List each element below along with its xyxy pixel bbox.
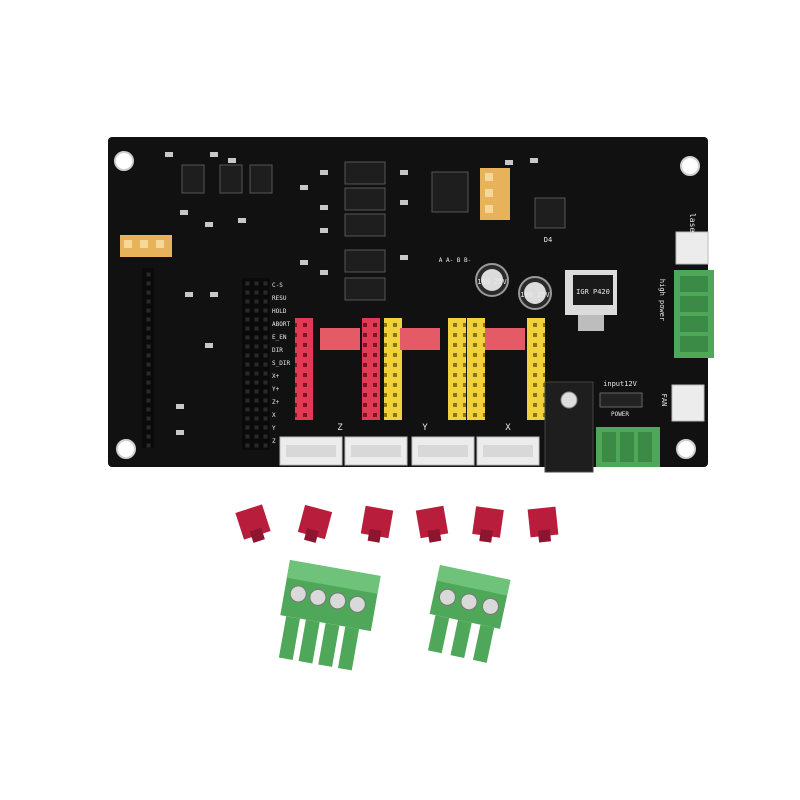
svg-text:Z: Z	[272, 438, 276, 445]
mounting-hole	[676, 439, 696, 459]
svg-text:HOLD: HOLD	[272, 308, 287, 315]
screw-terminal-3pin	[427, 565, 511, 663]
arduino-header-left	[142, 268, 154, 448]
mosfet: IGR P420	[565, 270, 617, 331]
jumper-cap	[527, 506, 559, 543]
capacitor: 100 25V	[475, 263, 509, 297]
svg-text:C-S: C-S	[272, 282, 283, 289]
arduino-header-mid	[242, 278, 256, 450]
loose-jumpers	[235, 504, 559, 543]
driver-jumper-y	[400, 328, 440, 350]
laser-connector	[675, 231, 709, 265]
fan-connector	[671, 384, 705, 422]
driver-socket-x-right	[527, 318, 545, 420]
driver-jumper-z	[320, 328, 360, 350]
reg-label: D4	[544, 236, 552, 244]
driver-jumper-x	[485, 328, 525, 350]
svg-text:DIR: DIR	[272, 347, 283, 354]
mounting-hole	[680, 156, 700, 176]
svg-text:S_DIR: S_DIR	[272, 360, 290, 367]
jumper-block-top	[480, 168, 510, 220]
driver-socket-x-left	[467, 318, 485, 420]
jumper-cap	[415, 505, 449, 543]
laser-terminal	[674, 270, 714, 358]
arduino-header-mid2	[256, 278, 270, 450]
fan-label: FAN	[660, 394, 668, 407]
laser-label: laser	[688, 213, 697, 237]
svg-text:E_EN: E_EN	[272, 334, 287, 341]
axis-x-label: X	[505, 423, 511, 433]
high-power-label: high power	[658, 279, 666, 321]
jumper-cap	[360, 505, 394, 543]
screw-terminal-4pin	[278, 560, 381, 671]
svg-text:X: X	[272, 412, 276, 419]
axis-z-label: Z	[337, 423, 343, 433]
svg-text:IGR P420: IGR P420	[576, 288, 610, 296]
svg-text:ABORT: ABORT	[272, 321, 290, 328]
jumper-block-left	[120, 235, 172, 257]
jumper-cap	[297, 504, 333, 543]
motor-connector	[279, 436, 343, 466]
svg-text:X+: X+	[272, 373, 280, 380]
driver-socket-z-left	[295, 318, 313, 420]
svg-text:RESU: RESU	[272, 295, 287, 302]
svg-text:100 25V: 100 25V	[477, 278, 507, 286]
svg-text:Z+: Z+	[272, 399, 280, 406]
motor-connector	[344, 436, 408, 466]
coil-label: A A- B B-	[439, 257, 472, 264]
capacitor: 100 25V	[518, 276, 552, 310]
motor-connector	[476, 436, 540, 466]
axis-y-label: Y	[422, 423, 428, 433]
driver-socket-z-right	[362, 318, 380, 420]
input12v-label: input12V	[603, 380, 638, 388]
svg-text:Y: Y	[272, 425, 276, 432]
power-terminal	[596, 427, 660, 467]
motor-connector	[411, 436, 475, 466]
svg-text:100 25V: 100 25V	[520, 291, 550, 299]
input-header	[599, 392, 643, 408]
mounting-hole	[116, 439, 136, 459]
jumper-cap	[235, 504, 271, 543]
mounting-hole	[114, 151, 134, 171]
power-label: POWER	[611, 411, 629, 418]
driver-socket-y-left	[384, 318, 402, 420]
pin-labels: C-S RESU HOLD ABORT E_EN DIR S_DIR X+ Y+…	[272, 282, 290, 445]
dc-power-jack	[544, 381, 594, 473]
driver-socket-y-right	[448, 318, 466, 420]
pcb-board: 100 25V 100 25V IGR P420 Z Y X	[108, 137, 714, 473]
svg-text:Y+: Y+	[272, 386, 280, 393]
jumper-cap	[472, 506, 504, 543]
